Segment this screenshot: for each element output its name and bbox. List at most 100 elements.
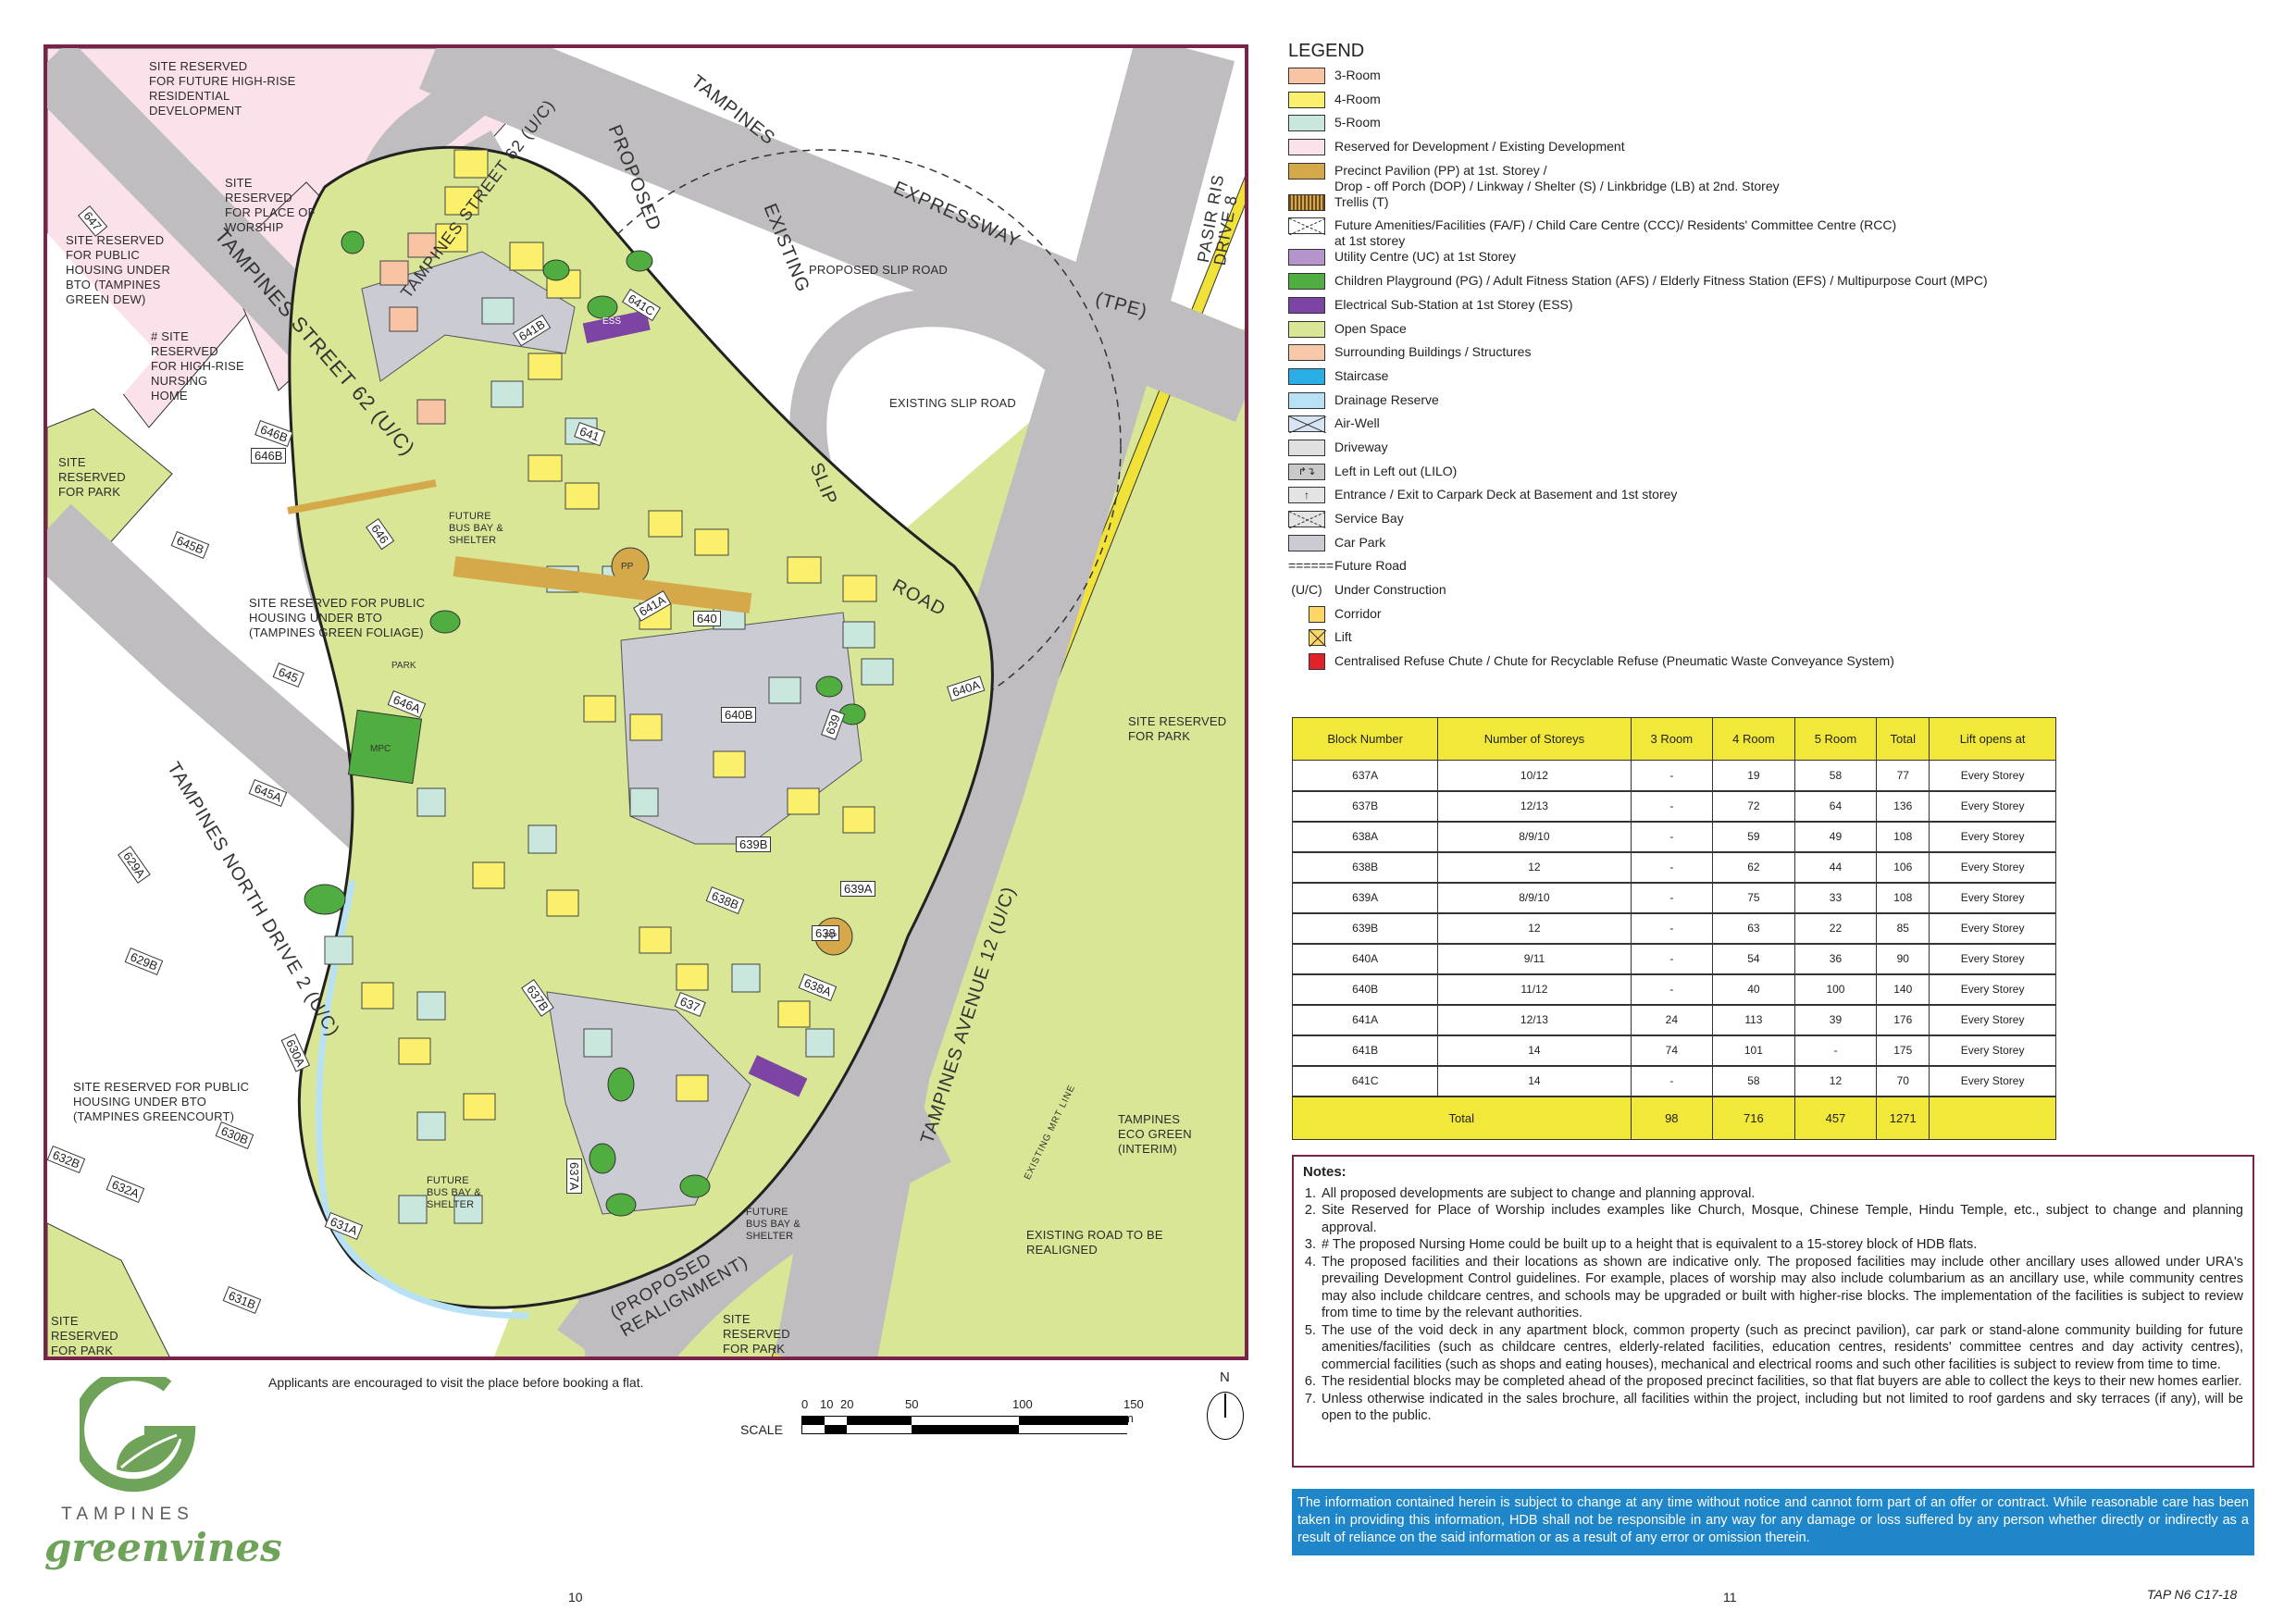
table-cell: - (1630, 943, 1714, 975)
legend-swatch-icon: ↑ (1288, 487, 1325, 504)
site-label-greencourt: SITE RESERVED FOR PUBLIC HOUSING UNDER B… (73, 1080, 250, 1123)
table-cell: - (1630, 760, 1714, 792)
notes-title: Notes: (1303, 1164, 1347, 1180)
table-cell: 638B (1291, 851, 1439, 884)
table-cell: 64 (1793, 790, 1878, 823)
scale-tick: 20 (840, 1397, 854, 1411)
map-graphics (47, 48, 1245, 1357)
table-cell: Every Storey (1929, 760, 2056, 792)
site-label-nursing-home: # SITE RESERVED FOR HIGH-RISE NURSING HO… (151, 329, 244, 403)
legend-swatch-icon (1288, 139, 1325, 156)
table-cell: 49 (1793, 821, 1878, 853)
table-cell: 12 (1437, 851, 1632, 884)
total-3room: 98 (1630, 1096, 1714, 1140)
table-cell: 44 (1793, 851, 1878, 884)
legend-item: Surrounding Buildings / Structures (1288, 344, 2269, 368)
table-cell: 106 (1876, 851, 1930, 884)
legend-item: (U/C)Under Construction (1288, 582, 2269, 606)
legend-swatch-icon (1288, 68, 1325, 84)
table-cell: Every Storey (1929, 882, 2056, 914)
table-cell: 8/9/10 (1437, 882, 1632, 914)
legend-swatch-icon (1309, 629, 1327, 648)
table-cell: 12/13 (1437, 1004, 1632, 1036)
reference-code: TAP N6 C17-18 (2147, 1587, 2238, 1602)
table-cell: 637A (1291, 760, 1439, 792)
total-label: Total (1292, 1096, 1632, 1140)
note-item: The proposed facilities and their locati… (1320, 1254, 2243, 1322)
legend-label: Utility Centre (UC) at 1st Storey (1334, 249, 1517, 265)
table-cell: 54 (1712, 943, 1795, 975)
legend-item: Car Park (1288, 534, 2269, 559)
legend-swatch-icon (1288, 273, 1325, 291)
legend-title: LEGEND (1288, 41, 1365, 61)
legend-swatch-icon (1288, 534, 1325, 551)
table-cell: 58 (1793, 760, 1878, 792)
scale-tick: 10 (820, 1397, 834, 1411)
site-label-green-foliage: SITE RESERVED FOR PUBLIC HOUSING UNDER B… (249, 596, 426, 639)
legend-item: Utility Centre (UC) at 1st Storey (1288, 249, 2269, 273)
project-block-tag: 637A (566, 1158, 582, 1195)
realigned-road-label: EXISTING ROAD TO BE REALIGNED (1026, 1228, 1163, 1257)
north-needle-icon (1224, 1394, 1226, 1418)
legend-swatch-icon (1288, 320, 1325, 338)
site-plan-map: SITE RESERVED FOR FUTURE HIGH-RISE RESID… (43, 44, 1248, 1360)
compass-circle-icon (1207, 1392, 1244, 1440)
legend-item: Reserved for Development / Existing Deve… (1288, 139, 2269, 163)
note-item: Unless otherwise indicated in the sales … (1320, 1391, 2243, 1425)
table-cell: 24 (1630, 1004, 1714, 1036)
table-cell: 176 (1876, 1004, 1930, 1036)
total-units: 1271 (1876, 1096, 1930, 1140)
note-item: The residential blocks may be completed … (1320, 1373, 2243, 1391)
project-block-tag: 640 (693, 611, 721, 626)
site-label-park-right: SITE RESERVED FOR PARK (1128, 714, 1227, 743)
legend-label: 5-Room (1334, 115, 1381, 130)
legend-label: Service Bay (1334, 511, 1404, 526)
table-cell: Every Storey (1929, 1035, 2056, 1067)
legend-label: Air-Well (1334, 415, 1380, 431)
table-cell: - (1630, 1065, 1714, 1097)
table-cell: 14 (1437, 1035, 1632, 1067)
table-cell: 59 (1712, 821, 1795, 853)
column-header: 4 Room (1712, 717, 1795, 761)
legend-swatch-icon: ====== (1288, 558, 1334, 574)
table-cell: 113 (1712, 1004, 1795, 1036)
legend-swatch-icon (1309, 653, 1325, 671)
tampines-greenvines-logo: TAMPINES greenvines (44, 1368, 282, 1590)
legend-item: ↑Entrance / Exit to Carpark Deck at Base… (1288, 487, 2269, 511)
site-label-park-bottom: SITE RESERVED FOR PARK (723, 1312, 790, 1356)
legend-swatch-icon (1288, 217, 1327, 236)
table-cell: 9/11 (1437, 943, 1632, 975)
logo-text-tampines: TAMPINES (61, 1505, 194, 1524)
legend-label: Open Space (1334, 320, 1407, 336)
table-cell: 75 (1712, 882, 1795, 914)
table-cell: 639B (1291, 912, 1439, 945)
table-cell: - (1630, 912, 1714, 945)
table-cell: 641B (1291, 1035, 1439, 1067)
legend-label: Surrounding Buildings / Structures (1334, 344, 1532, 360)
existing-slip-road-label: EXISTING SLIP ROAD (889, 396, 1017, 410)
legend-label: Trellis (T) (1334, 193, 1389, 209)
legend-label: Future Road (1334, 558, 1407, 574)
legend-label: Under Construction (1334, 582, 1446, 598)
site-label-green-dew: SITE RESERVED FOR PUBLIC HOUSING UNDER B… (66, 233, 171, 306)
site-label-worship: SITE RESERVED FOR PLACE OF WORSHIP (225, 176, 316, 234)
visit-note: Applicants are encouraged to visit the p… (268, 1375, 644, 1390)
table-cell: 640A (1291, 943, 1439, 975)
legend-swatch-icon (1288, 91, 1325, 108)
legend-swatch-icon (1288, 391, 1325, 409)
project-block-tag: 638 (812, 925, 839, 941)
legend-swatch-icon (1309, 605, 1325, 623)
table-cell: Every Storey (1929, 912, 2056, 945)
legend-label: Children Playground (PG) / Adult Fitness… (1334, 273, 1988, 289)
table-cell: 108 (1876, 821, 1930, 853)
pp-label: PP (621, 562, 634, 572)
legend-swatch-icon (1288, 511, 1327, 529)
table-cell: Every Storey (1929, 821, 2056, 853)
legend-item: Electrical Sub-Station at 1st Storey (ES… (1288, 296, 2269, 321)
